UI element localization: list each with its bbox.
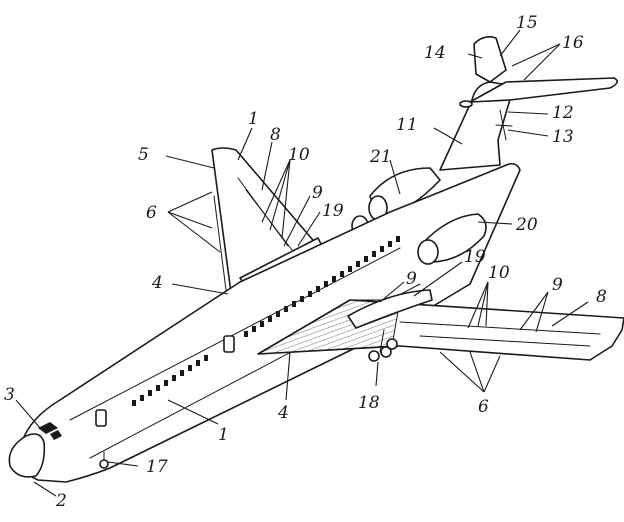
callout-4a: 4 [151, 273, 163, 293]
nose-cone [8, 433, 46, 478]
fin-tip [473, 36, 507, 83]
callout-11: 11 [396, 115, 418, 135]
callout-6b: 6 [478, 397, 489, 417]
engine-lower [417, 213, 487, 265]
main-landing-gear [368, 329, 398, 362]
callout-20: 20 [515, 215, 538, 235]
tail-assembly [439, 36, 618, 171]
callout-16: 16 [562, 33, 584, 53]
near-wing [257, 289, 624, 361]
callout-3: 3 [4, 385, 15, 405]
callout-13: 13 [552, 127, 574, 147]
callout-leaders [15, 29, 589, 497]
horizontal-stabilizer [469, 77, 618, 103]
callout-9b: 9 [406, 269, 417, 289]
nose-landing-gear [99, 451, 109, 469]
callout-9c: 9 [552, 275, 563, 295]
callout-14: 14 [424, 43, 446, 63]
callout-21: 21 [369, 147, 392, 167]
callout-5: 5 [138, 145, 149, 165]
callout-8a: 8 [270, 125, 281, 145]
fuselage [8, 162, 521, 483]
callout-1a: 1 [248, 109, 259, 129]
near-wing-flap [347, 289, 433, 329]
callout-12: 12 [552, 103, 574, 123]
callout-10a: 10 [288, 145, 310, 165]
callout-17: 17 [146, 457, 168, 477]
vertical-fin [439, 81, 515, 171]
callout-19b: 19 [464, 247, 486, 267]
callout-6a: 6 [146, 203, 157, 223]
callout-18: 18 [358, 393, 380, 413]
callout-9a: 9 [312, 183, 323, 203]
callout-15: 15 [516, 13, 538, 33]
callout-1b: 1 [218, 425, 229, 445]
cabin-windows [132, 236, 400, 406]
callout-19a: 19 [322, 201, 344, 221]
callout-labels: 1 1 2 3 4 4 5 6 6 8 8 9 9 9 10 10 11 12 … [4, 13, 607, 511]
callout-8b: 8 [596, 287, 607, 307]
callout-10b: 10 [488, 263, 510, 283]
callout-2: 2 [55, 491, 67, 511]
doors [95, 335, 235, 427]
cockpit-windows [38, 422, 62, 440]
callout-4b: 4 [277, 403, 289, 423]
